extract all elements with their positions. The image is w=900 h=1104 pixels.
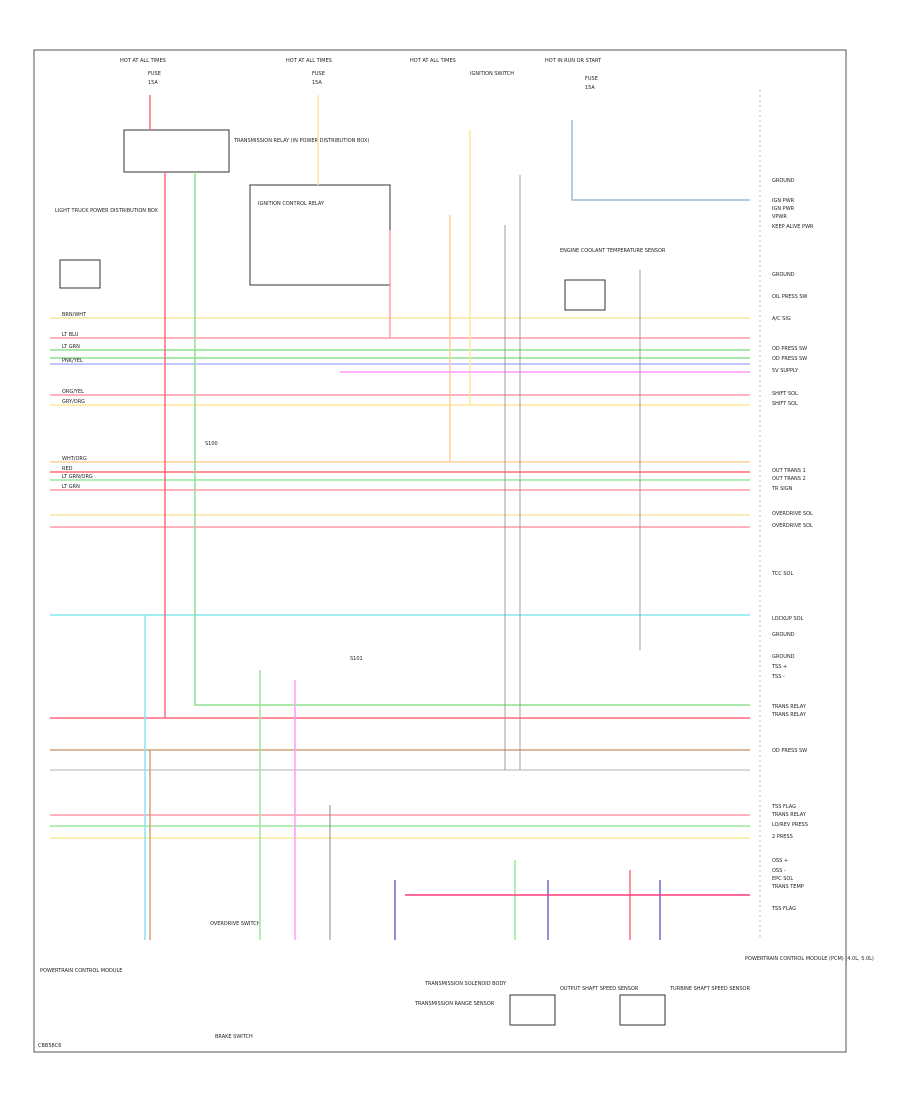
pcm-pin-labels: GROUND IGN PWR IGN PWR VPWR KEEP ALIVE PWR GR… (771, 178, 814, 912)
left-wire-label: LT BLU (62, 332, 79, 338)
pcm-pin-label: OD PRESS SW (772, 356, 807, 362)
relay-mid-label: IGNITION CONTROL RELAY (258, 201, 325, 207)
splice-s101: S101 (350, 656, 363, 662)
pcm-pin-label: SHIFT SOL (772, 391, 798, 397)
fuse4-feed (571, 120, 750, 201)
pcm-pin-label: 2 PRESS (772, 834, 793, 840)
fuse-label-1: HOT AT ALL TIMES (120, 58, 166, 64)
transmission-relay-box (123, 129, 230, 173)
pcm-pin-label: OIL PRESS SW (772, 294, 808, 300)
pcm-pin-label: LO/REV PRESS (772, 822, 808, 828)
fuse-1-name: FUSE (148, 71, 161, 77)
power-distribution-box (59, 259, 101, 289)
left-wire-label: GRY/ORG (62, 399, 85, 405)
pcm-right-label: POWERTRAIN CONTROL MODULE (PCM) (4.0L, 5… (745, 956, 874, 962)
pcm-pin-label: 5V SUPPLY (772, 368, 799, 374)
diagram-border (33, 49, 847, 1053)
overdrive-switch-label: OVERDRIVE SWITCH (210, 921, 261, 927)
pcm-pin-label: OUT TRANS 2 (772, 476, 806, 482)
fuse-label-2: HOT AT ALL TIMES (286, 58, 332, 64)
brake-switch-label: BRAKE SWITCH (215, 1034, 253, 1040)
left-wire-labels: BRN/WHT LT BLU LT GRN PNK/YEL ORG/YEL GRY/ORG… (62, 312, 93, 490)
pcm-pin-label: OD PRESS SW (772, 346, 807, 352)
pcm-pin-label: OD PRESS SW (772, 748, 807, 754)
pcm-pin-label: TSS FLAG (771, 804, 796, 810)
pcm-pin-label: TCC SOL (771, 571, 793, 577)
pcm-pin-label: TSS - (771, 674, 785, 680)
pcm-pin-label: TSS + (771, 664, 787, 670)
output-speed-label: OUTPUT SHAFT SPEED SENSOR (560, 986, 639, 992)
pcm-left-label: POWERTRAIN CONTROL MODULE (40, 968, 122, 974)
pcm-pin-label: TRANS RELAY (771, 712, 807, 718)
left-wire-label: LT GRN (62, 484, 80, 490)
pcm-pin-label: GROUND (772, 178, 795, 184)
fuse-4-amps: 15A (585, 85, 595, 91)
pcm-pin-label: OSS - (772, 868, 786, 874)
pcm-pin-label: GROUND (772, 632, 795, 638)
fuse-label-3: HOT AT ALL TIMES (410, 58, 456, 64)
pcm-pin-label: OVERDRIVE SOL (772, 511, 813, 517)
pcm-pin-label: OVERDRIVE SOL (772, 523, 813, 529)
pcm-pin-label: LOCKUP SOL (772, 616, 804, 622)
pcm-pin-label: KEEP ALIVE PWR (772, 224, 814, 230)
wires-group (50, 95, 750, 940)
left-wire-label: BRN/WHT (62, 312, 87, 318)
output-speed-sensor-box (509, 994, 556, 1026)
left-wire-label: LT GRN (62, 344, 80, 350)
relay-top-label: TRANSMISSION RELAY (IN POWER DISTRIBUTIO… (233, 138, 369, 144)
ignition-relay-box (249, 184, 391, 286)
left-wire-label: ORG/YEL (62, 389, 84, 395)
power-dist-label: LIGHT TRUCK POWER DISTRIBUTION BOX (55, 208, 159, 214)
pcm-pin-label: VPWR (772, 214, 787, 220)
turbine-speed-label: TURBINE SHAFT SPEED SENSOR (669, 986, 750, 992)
pcm-pin-label: TR SIGN (771, 486, 793, 492)
pcm-pin-label: SHIFT SOL (772, 401, 798, 407)
pcm-pin-label: IGN PWR (772, 206, 795, 212)
pcm-pin-label: OSS + (772, 858, 788, 864)
left-wire-label: PNK/YEL (62, 358, 83, 364)
fuse-2-amps: 15A (312, 80, 322, 86)
left-wire-label: LT GRN/ORG (62, 474, 93, 480)
footer-code: CBB58C6 (38, 1043, 61, 1049)
ignition-switch-label: IGNITION SWITCH (470, 71, 514, 77)
pcm-pin-label: A/C SIG (772, 316, 791, 322)
pcm-pin-label: TSS FLAG (771, 906, 796, 912)
left-wire-label: RED (62, 466, 73, 472)
pcm-pin-label: TRANS RELAY (771, 812, 807, 818)
relay-output (194, 172, 750, 706)
coolant-sensor-label: ENGINE COOLANT TEMPERATURE SENSOR (560, 248, 666, 254)
pcm-pin-label: GROUND (772, 654, 795, 660)
trans-solenoid-label: TRANSMISSION SOLENOID BODY (424, 981, 507, 987)
fuse-2-name: FUSE (312, 71, 325, 77)
pcm-pin-label: TRANS RELAY (771, 704, 807, 710)
pcm-pin-label: GROUND (772, 272, 795, 278)
pcm-pin-label: OUT TRANS 1 (772, 468, 806, 474)
pcm-pin-label: EPC SOL (772, 876, 793, 882)
fuse-4-name: FUSE (585, 76, 598, 82)
pcm-pin-label: IGN PWR (772, 198, 795, 204)
fuse-1-amps: 15A (148, 80, 158, 86)
pcm-pin-label: TRANS TEMP (771, 884, 804, 890)
left-wire-label: WHT/ORG (62, 456, 87, 462)
turbine-speed-sensor-box (619, 994, 666, 1026)
splice-s100: S100 (205, 441, 218, 447)
fuse-label-4: HOT IN RUN OR START (545, 58, 602, 64)
coolant-sensor-box (564, 279, 606, 311)
range-sensor-label: TRANSMISSION RANGE SENSOR (414, 1001, 495, 1007)
